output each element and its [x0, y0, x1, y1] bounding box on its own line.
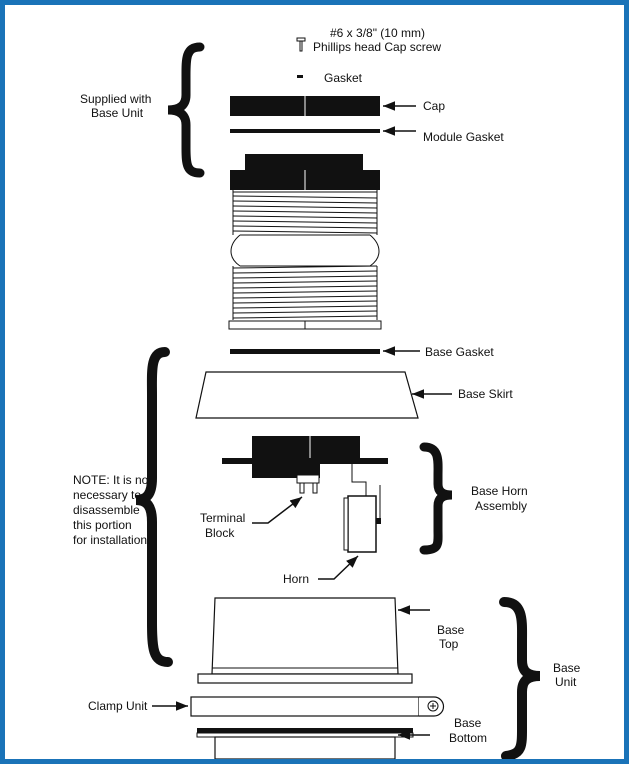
base-gasket: [230, 349, 380, 354]
base-unit-label-line2: Unit: [555, 675, 577, 689]
module-gasket: [230, 129, 380, 133]
module-gasket-label: Module Gasket: [423, 130, 504, 144]
clamp-label: Clamp Unit: [88, 699, 148, 713]
screw-label-line2: Phillips head Cap screw: [313, 40, 441, 54]
base-unit-label-line1: Base: [553, 661, 581, 675]
note-line-3: disassemble: [73, 503, 140, 517]
terminal-arrow: [252, 496, 303, 524]
cap-part: [230, 96, 380, 116]
note-line-2: necessary to: [73, 488, 141, 502]
base-horn-label-line2: Assembly: [475, 499, 527, 513]
note-brace: [135, 347, 173, 667]
base-top-label-line2: Top: [439, 637, 459, 651]
small-gasket: [297, 75, 303, 78]
supplied-brace: [167, 42, 205, 178]
base-skirt-label: Base Skirt: [458, 387, 513, 401]
base-top: [197, 597, 413, 684]
terminal-label-line2: Block: [205, 526, 235, 540]
base-skirt: [195, 371, 419, 419]
screw-icon: [296, 37, 306, 52]
base-unit-brace: [499, 597, 541, 759]
note-line-1: NOTE: It is not: [73, 473, 152, 487]
base-bottom: [196, 728, 414, 759]
supplied-label-line1: Supplied with: [80, 92, 151, 106]
base-top-label-line1: Base: [437, 623, 465, 637]
horn-arrow: [318, 555, 359, 580]
base-bottom-label-line1: Base: [454, 716, 482, 730]
screw-label-line1: #6 x 3/8" (10 mm): [330, 26, 425, 40]
gasket-label: Gasket: [324, 71, 363, 85]
base-bottom-label-line2: Bottom: [449, 731, 487, 745]
note-line-4: this portion: [73, 518, 132, 532]
base-horn-brace: [419, 442, 453, 555]
note-line-5: for installation.: [73, 533, 150, 547]
base-gasket-label: Base Gasket: [425, 345, 494, 359]
clamp-unit: [190, 696, 445, 717]
cap-label: Cap: [423, 99, 445, 113]
base-horn-label-line1: Base Horn: [471, 484, 528, 498]
horn-label: Horn: [283, 572, 309, 586]
light-module: [228, 154, 382, 330]
terminal-label-line1: Terminal: [200, 511, 245, 525]
exploded-view-diagram: #6 x 3/8" (10 mm) Phillips head Cap scre…: [73, 26, 581, 759]
supplied-label-line2: Base Unit: [91, 106, 144, 120]
base-horn-assembly: [222, 436, 388, 553]
